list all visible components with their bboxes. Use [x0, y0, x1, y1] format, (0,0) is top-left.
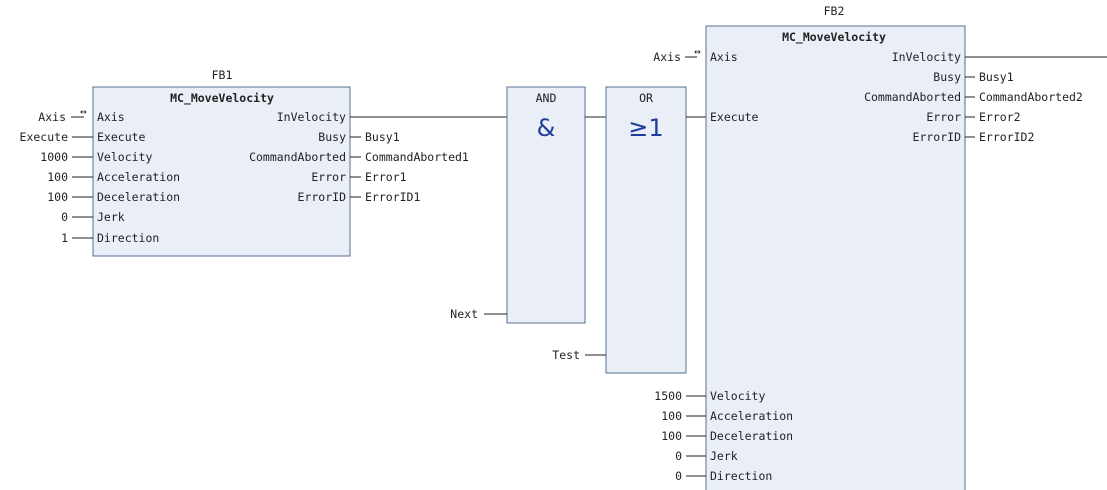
fb2-body — [705, 25, 966, 490]
fb2-value-jerk[interactable]: 0 — [675, 449, 682, 463]
fb1-instance-name: FB1 — [212, 68, 233, 82]
and-symbol: & — [537, 114, 556, 142]
fb1-value-acceleration[interactable]: 100 — [47, 170, 68, 184]
fb1-value-commandaborted[interactable]: CommandAborted1 — [365, 150, 469, 164]
fb1-value-deceleration[interactable]: 100 — [47, 190, 68, 204]
fb2-value-deceleration[interactable]: 100 — [661, 429, 682, 443]
or-symbol: ≥1 — [628, 114, 663, 142]
or-input-test[interactable]: Test — [552, 348, 580, 362]
fb1-value-busy[interactable]: Busy1 — [365, 130, 400, 144]
fb2-pin-invelocity: InVelocity — [892, 50, 961, 64]
fb1-pin-busy: Busy — [318, 130, 346, 144]
fb1-pin-jerk: Jerk — [97, 210, 125, 224]
fb1-value-axis[interactable]: Axis — [38, 110, 66, 124]
fb2-pin-execute: Execute — [710, 110, 759, 124]
and-gate-label: AND — [536, 91, 557, 105]
fb1-value-velocity[interactable]: 1000 — [40, 150, 68, 164]
fb1-pin-execute: Execute — [97, 130, 146, 144]
fb2-block[interactable]: FB2 MC_MoveVelocity Axis Execute Velocit… — [653, 4, 1107, 490]
fb2-pin-axis: Axis — [710, 50, 738, 64]
fb1-pin-commandaborted: CommandAborted — [249, 150, 346, 164]
fb2-value-direction[interactable]: 0 — [675, 469, 682, 483]
fb1-pin-velocity: Velocity — [97, 150, 152, 164]
and-input-next[interactable]: Next — [450, 307, 478, 321]
fb2-pin-direction: Direction — [710, 469, 772, 483]
fb2-pin-busy: Busy — [933, 70, 961, 84]
fb2-axis-inout-arrow-icon: ↔ — [694, 45, 701, 58]
fb1-value-errorid[interactable]: ErrorID1 — [365, 190, 420, 204]
fb2-pin-commandaborted: CommandAborted — [864, 90, 961, 104]
fb2-value-velocity[interactable]: 1500 — [654, 389, 682, 403]
fb1-body — [92, 86, 351, 257]
fb1-pin-error: Error — [311, 170, 346, 184]
fb2-value-error[interactable]: Error2 — [979, 110, 1021, 124]
fb1-pin-acceleration: Acceleration — [97, 170, 180, 184]
or-gate-label: OR — [639, 91, 653, 105]
fb1-pin-deceleration: Deceleration — [97, 190, 180, 204]
fb1-axis-inout-arrow-icon: ↔ — [80, 105, 87, 118]
fb2-pin-velocity: Velocity — [710, 389, 765, 403]
fb2-pin-acceleration: Acceleration — [710, 409, 793, 423]
fb2-pin-error: Error — [926, 110, 961, 124]
fb2-pin-deceleration: Deceleration — [710, 429, 793, 443]
or-gate[interactable]: OR ≥1 Test — [552, 86, 687, 374]
fb1-type-name: MC_MoveVelocity — [170, 91, 274, 106]
fb1-pin-errorid: ErrorID — [298, 190, 347, 204]
fb1-pin-direction: Direction — [97, 231, 159, 245]
and-gate[interactable]: AND & Next — [450, 86, 586, 324]
fb2-pin-jerk: Jerk — [710, 449, 738, 463]
fb2-value-errorid[interactable]: ErrorID2 — [979, 130, 1034, 144]
fb2-value-commandaborted[interactable]: CommandAborted2 — [979, 90, 1083, 104]
fb2-instance-name: FB2 — [824, 4, 845, 18]
or-gate-body — [605, 86, 687, 374]
fb2-type-name: MC_MoveVelocity — [782, 30, 886, 45]
fb1-value-direction[interactable]: 1 — [61, 231, 68, 245]
fb1-pin-invelocity: InVelocity — [277, 110, 346, 124]
fb2-pin-errorid: ErrorID — [913, 130, 962, 144]
fb2-value-acceleration[interactable]: 100 — [661, 409, 682, 423]
and-gate-body — [506, 86, 586, 324]
fb1-value-error[interactable]: Error1 — [365, 170, 407, 184]
fb2-value-busy[interactable]: Busy1 — [979, 70, 1014, 84]
fb1-block[interactable]: FB1 MC_MoveVelocity Axis Execute Velocit… — [20, 68, 469, 257]
fb1-value-execute[interactable]: Execute — [20, 130, 69, 144]
fb1-pin-axis: Axis — [97, 110, 125, 124]
fb2-value-axis[interactable]: Axis — [653, 50, 681, 64]
fb1-value-jerk[interactable]: 0 — [61, 210, 68, 224]
